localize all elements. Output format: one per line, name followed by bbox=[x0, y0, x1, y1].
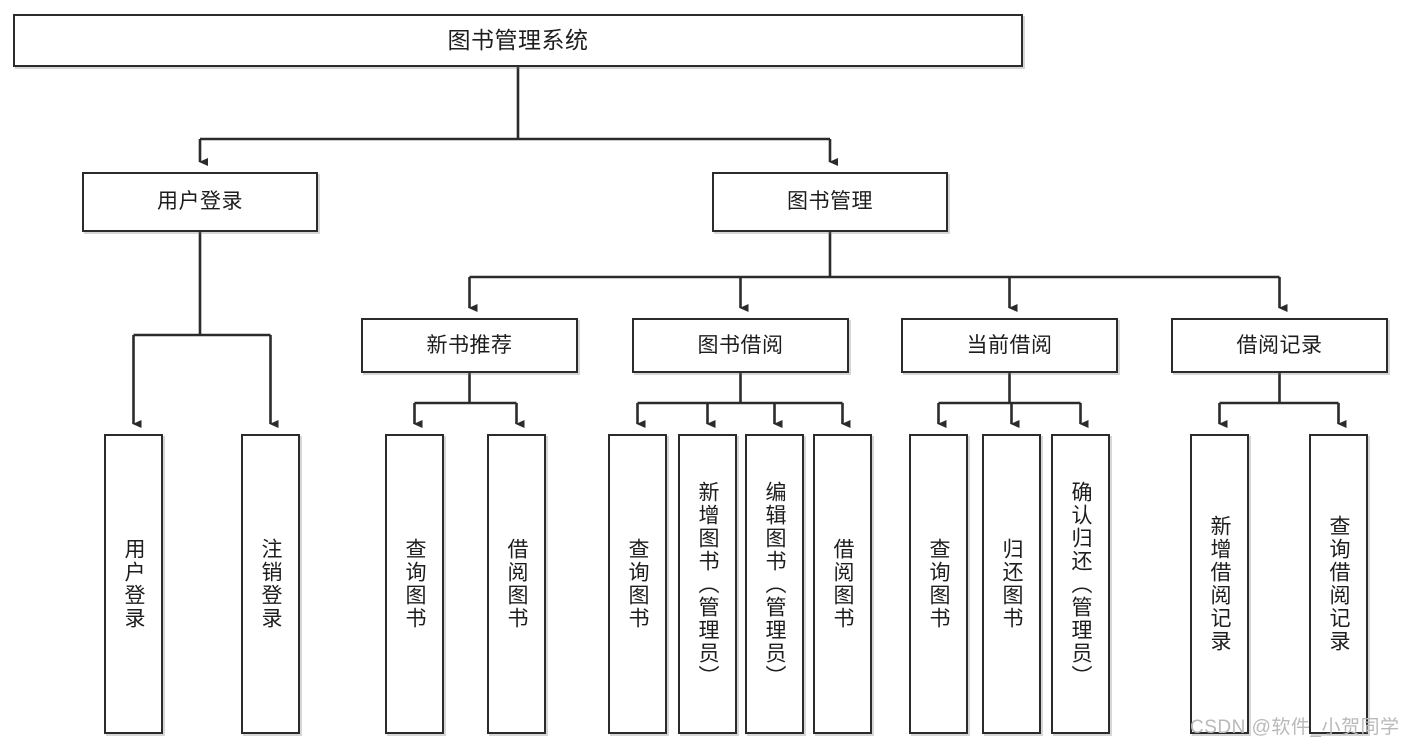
node-leaf-user-login[interactable]: 用户登录 bbox=[104, 434, 163, 734]
node-leaf-return-book[interactable]: 归还图书 bbox=[982, 434, 1041, 734]
node-leaf-borrow-book-1[interactable]: 借阅图书 bbox=[487, 434, 546, 734]
node-label-leaf-add-book: 新增图书（管理员） bbox=[696, 480, 719, 688]
node-label-leaf-user-login: 用户登录 bbox=[122, 538, 145, 630]
node-label-leaf-borrow-book-2: 借阅图书 bbox=[831, 538, 854, 630]
node-label-current-borrow: 当前借阅 bbox=[966, 333, 1053, 357]
node-leaf-edit-book[interactable]: 编辑图书（管理员） bbox=[745, 434, 804, 734]
node-leaf-add-record[interactable]: 新增借阅记录 bbox=[1190, 434, 1249, 734]
node-label-new-book-recommend: 新书推荐 bbox=[426, 333, 513, 357]
node-label-leaf-query-book-1: 查询图书 bbox=[403, 538, 426, 630]
node-label-book-borrow: 图书借阅 bbox=[697, 333, 784, 357]
node-leaf-query-book-1[interactable]: 查询图书 bbox=[385, 434, 444, 734]
node-current-borrow[interactable]: 当前借阅 bbox=[901, 318, 1118, 373]
node-leaf-query-book-2[interactable]: 查询图书 bbox=[608, 434, 667, 734]
node-label-leaf-logout: 注销登录 bbox=[259, 538, 282, 630]
node-label-root: 图书管理系统 bbox=[447, 26, 589, 53]
node-label-book-manage: 图书管理 bbox=[787, 190, 873, 214]
node-root[interactable]: 图书管理系统 bbox=[13, 14, 1023, 67]
node-leaf-add-book[interactable]: 新增图书（管理员） bbox=[678, 434, 737, 734]
node-book-manage[interactable]: 图书管理 bbox=[712, 172, 948, 232]
node-label-leaf-query-record: 查询借阅记录 bbox=[1327, 515, 1350, 653]
node-leaf-logout[interactable]: 注销登录 bbox=[241, 434, 300, 734]
node-label-leaf-confirm-return: 确认归还（管理员） bbox=[1069, 480, 1092, 688]
node-label-leaf-add-record: 新增借阅记录 bbox=[1208, 515, 1231, 653]
node-leaf-borrow-book-2[interactable]: 借阅图书 bbox=[813, 434, 872, 734]
node-new-book-recommend[interactable]: 新书推荐 bbox=[361, 318, 578, 373]
node-user-login[interactable]: 用户登录 bbox=[82, 172, 318, 232]
node-book-borrow[interactable]: 图书借阅 bbox=[632, 318, 849, 373]
node-borrow-record[interactable]: 借阅记录 bbox=[1171, 318, 1388, 373]
node-label-leaf-return-book: 归还图书 bbox=[1000, 538, 1023, 630]
node-label-leaf-query-book-2: 查询图书 bbox=[626, 538, 649, 630]
node-label-leaf-edit-book: 编辑图书（管理员） bbox=[763, 480, 786, 688]
node-label-user-login: 用户登录 bbox=[157, 190, 243, 214]
node-label-borrow-record: 借阅记录 bbox=[1236, 333, 1323, 357]
node-leaf-confirm-return[interactable]: 确认归还（管理员） bbox=[1051, 434, 1110, 734]
node-leaf-query-record[interactable]: 查询借阅记录 bbox=[1309, 434, 1368, 734]
node-label-leaf-borrow-book-1: 借阅图书 bbox=[505, 538, 528, 630]
node-label-leaf-query-book-3: 查询图书 bbox=[927, 538, 950, 630]
node-leaf-query-book-3[interactable]: 查询图书 bbox=[909, 434, 968, 734]
